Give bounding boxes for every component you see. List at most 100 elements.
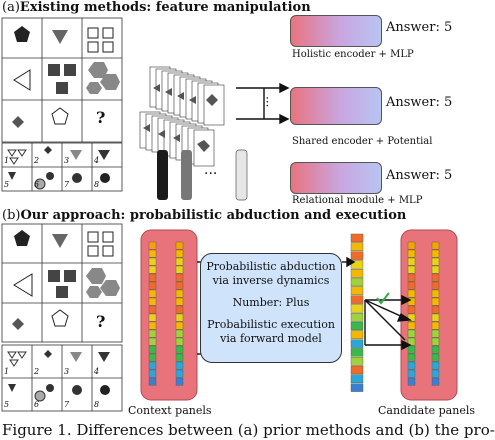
question-mark-b: ? [96, 312, 106, 331]
triangle-shape [52, 234, 68, 248]
representation-segment [350, 339, 364, 348]
context-bar-segment [148, 377, 157, 386]
hexagon-shape [100, 74, 120, 90]
hexagon-shape [86, 268, 106, 284]
relational-module [290, 162, 382, 194]
candidate-number: 1 [4, 367, 10, 376]
rpm-grid-b [1, 223, 123, 412]
answer-text: Answer: 5 [386, 20, 453, 35]
context-bar-segment [175, 377, 184, 386]
representation-segment [350, 304, 364, 313]
representation-segment [350, 357, 364, 366]
box-line: Number: Plus [232, 296, 310, 309]
circle-shape [72, 173, 82, 183]
representation-segment [350, 383, 364, 392]
context-bar-segment [148, 337, 157, 346]
question-mark-a: ? [96, 108, 106, 127]
candidate-number: 8 [94, 400, 100, 409]
representation-segment [350, 233, 364, 243]
context-bar-segment [175, 281, 184, 290]
context-bar-segment [175, 369, 184, 378]
abduction-execution-box: Probabilistic abduction via inverse dyna… [200, 253, 342, 363]
context-bar-segment [175, 353, 184, 362]
triangle-shape [17, 149, 27, 157]
context-bar-segment [148, 305, 157, 314]
candidate-bar-segment [431, 377, 440, 386]
triangle-shape [70, 352, 82, 362]
candidate-number: 2 [34, 156, 40, 165]
check-icon [376, 292, 390, 305]
triangle-shape [7, 351, 17, 359]
candidate-bar-segment [407, 377, 416, 386]
candidate-bar-segment [407, 257, 416, 266]
representation-segment [350, 269, 364, 278]
context-bar-segment [148, 313, 157, 322]
hexagon-shape [88, 62, 108, 78]
rpm-grid-a [1, 17, 123, 192]
candidate-number: 5 [4, 180, 10, 189]
candidate-bars [407, 241, 440, 386]
vertical-ellipsis: ··· [260, 96, 274, 108]
square-shape [102, 27, 114, 39]
candidate-bar-segment [431, 345, 440, 354]
context-bar-segment [148, 369, 157, 378]
context-bar-segment [148, 241, 157, 250]
square-shape [102, 41, 114, 53]
candidate-bar-segment [431, 273, 440, 282]
candidate-bar-segment [431, 249, 440, 258]
representation-segment [350, 313, 364, 322]
candidate-bar-segment [407, 313, 416, 322]
candidate-number: 7 [64, 180, 70, 189]
context-bar-segment [175, 321, 184, 330]
candidate-bar-segment [407, 241, 416, 250]
candidate-bar-segment [431, 241, 440, 250]
diamond-shape [12, 318, 24, 330]
rpm-shapes-b [7, 230, 120, 402]
triangle-shape [8, 172, 16, 180]
circle-shape [100, 385, 110, 395]
circle-shape [72, 385, 82, 395]
pentagon-shape [14, 230, 30, 246]
circle-shape [100, 173, 110, 183]
panel-stack-shapes-1 [153, 84, 218, 106]
context-bars [148, 241, 184, 386]
candidate-bar-segment [431, 313, 440, 322]
candidate-number: 6 [34, 180, 40, 189]
candidate-number: 2 [34, 367, 40, 376]
panel-stack-shapes-2 [143, 124, 210, 152]
representation-segment [350, 330, 364, 339]
square-shape [48, 64, 60, 76]
context-bar-segment [148, 281, 157, 290]
candidate-bar-segment [407, 329, 416, 338]
pentagon-shape [51, 309, 69, 327]
arrows-a [236, 82, 290, 125]
hexagon-shape [86, 286, 102, 298]
square-shape [87, 231, 99, 243]
square-shape [56, 82, 68, 94]
candidate-bar-segment [407, 273, 416, 282]
box-line: Probabilistic abduction [206, 260, 336, 273]
context-bar-segment [148, 265, 157, 274]
context-bar-segment [148, 289, 157, 298]
candidate-bar-segment [407, 321, 416, 330]
section-b-header: (b)Our approach: probabilistic abduction… [2, 208, 406, 223]
context-bar-segment [148, 361, 157, 370]
candidate-bar-segment [407, 337, 416, 346]
candidate-bar-segment [407, 353, 416, 362]
triangle-shape [7, 149, 17, 157]
answer-text: Answer: 5 [386, 95, 453, 110]
section-a-title: Existing methods: feature manipulation [19, 0, 311, 15]
context-bar-segment [175, 265, 184, 274]
candidate-bar-segment [431, 361, 440, 370]
context-bar-segment [175, 273, 184, 282]
square-shape [64, 64, 76, 76]
square-shape [64, 270, 76, 282]
hexagon-shape [86, 82, 102, 94]
square-shape [56, 286, 68, 298]
module-label: Holistic encoder + MLP [292, 49, 414, 60]
triangle-shape [98, 352, 110, 362]
representation-segment [350, 277, 364, 287]
box-line: via inverse dynamics [212, 274, 330, 287]
context-bar-segment [175, 241, 184, 250]
candidate-bar-segment [407, 281, 416, 290]
